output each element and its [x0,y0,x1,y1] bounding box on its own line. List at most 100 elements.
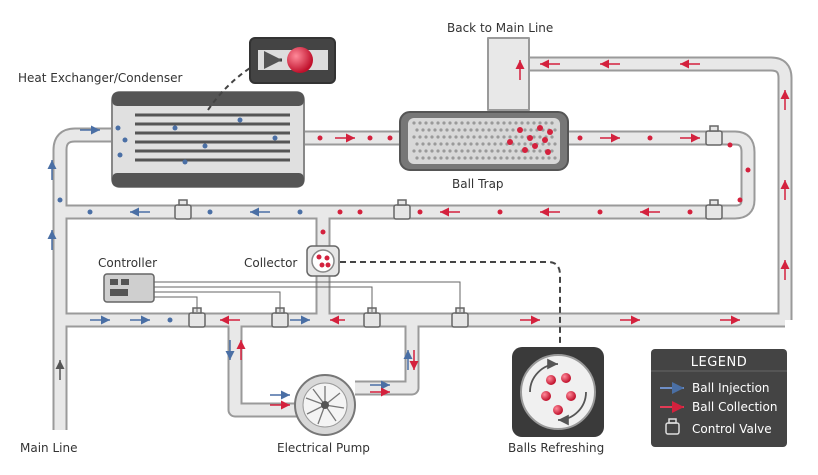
pump-right-leg [355,320,420,396]
trap-hole [472,135,476,139]
trap-hole [430,121,434,125]
trap-hole [505,156,509,160]
electrical-pump [294,374,356,436]
trap-hole [436,149,440,153]
trap-hole [490,135,494,139]
trap-hole [523,156,527,160]
trap-hole [448,135,452,139]
trap-hole [538,135,542,139]
trap-hole [493,128,497,132]
trap-hole [439,128,443,132]
trap-hole [538,149,542,153]
trap-hole [514,135,518,139]
controller [103,273,461,312]
trap-hole [448,121,452,125]
trap-hole [442,149,446,153]
trap-hole [415,142,419,146]
trap-hole [442,121,446,125]
trap-hole [442,135,446,139]
trap-hole [508,149,512,153]
trap-hole [553,128,557,132]
trap-hole [508,135,512,139]
trap-hole [550,149,554,153]
trap-hole [475,142,479,146]
trap-hole [439,156,443,160]
balls-refreshing-unit [512,347,604,437]
trap-hole [514,149,518,153]
trap-hole [475,156,479,160]
flow-collection [220,59,790,410]
balls-in-pipes [57,135,751,323]
labels: Back to Main Line Heat Exchanger/Condens… [18,21,604,455]
trap-hole [445,128,449,132]
trap-hole [490,121,494,125]
trap-hole [478,149,482,153]
trap-hole [490,149,494,153]
trap-hole [496,135,500,139]
trap-hole [496,149,500,153]
trap-hole [550,135,554,139]
trap-hole [487,128,491,132]
valve-top-right [705,125,723,146]
trap-hole [511,128,515,132]
legend-valve-icon [665,418,680,435]
trap-hole [502,121,506,125]
trap-hole [550,121,554,125]
trap-hole [418,121,422,125]
trap-hole [451,156,455,160]
trap-hole [457,128,461,132]
trap-hole [436,121,440,125]
trap-hole [478,135,482,139]
label-back-to-main: Back to Main Line [447,21,553,35]
trap-hole [436,135,440,139]
trap-hole [466,121,470,125]
trap-hole [493,156,497,160]
label-collector: Collector [244,256,297,270]
trap-hole [469,142,473,146]
legend-collection-label: Ball Collection [692,400,777,414]
heat-exchanger [111,91,305,188]
trap-hole [523,142,527,146]
trap-hole [460,135,464,139]
collector [306,245,561,345]
trap-hole [496,121,500,125]
trap-hole [427,156,431,160]
trap-hole [460,149,464,153]
trap-hole [541,142,545,146]
trap-hole [544,121,548,125]
trap-hole [424,121,428,125]
trap-hole [484,135,488,139]
valve-upper-right [705,199,723,220]
trap-hole [532,149,536,153]
trap-hole [517,156,521,160]
trap-hole [424,135,428,139]
trap-hole [460,121,464,125]
trap-hole [529,156,533,160]
trap-hole [502,135,506,139]
trap-hole [508,121,512,125]
trap-hole [418,149,422,153]
trap-hole [523,128,527,132]
trap-hole [547,142,551,146]
label-electrical-pump: Electrical Pump [277,441,370,455]
trap-hole [481,128,485,132]
trap-hole [481,156,485,160]
trap-hole [457,142,461,146]
trap-hole [451,142,455,146]
trap-hole [514,121,518,125]
valve-upper-left [174,199,192,220]
legend: LEGEND Ball Injection Ball Collection Co… [651,349,787,447]
tube-inset [207,37,336,111]
label-controller: Controller [98,256,157,270]
trap-hole [535,156,539,160]
label-main-line: Main Line [20,441,77,455]
label-ball-trap: Ball Trap [452,177,504,191]
trap-hole [439,142,443,146]
trap-hole [463,128,467,132]
trap-hole [529,142,533,146]
trap-hole [463,156,467,160]
trap-hole [463,142,467,146]
trap-hole [445,142,449,146]
trap-hole [538,121,542,125]
